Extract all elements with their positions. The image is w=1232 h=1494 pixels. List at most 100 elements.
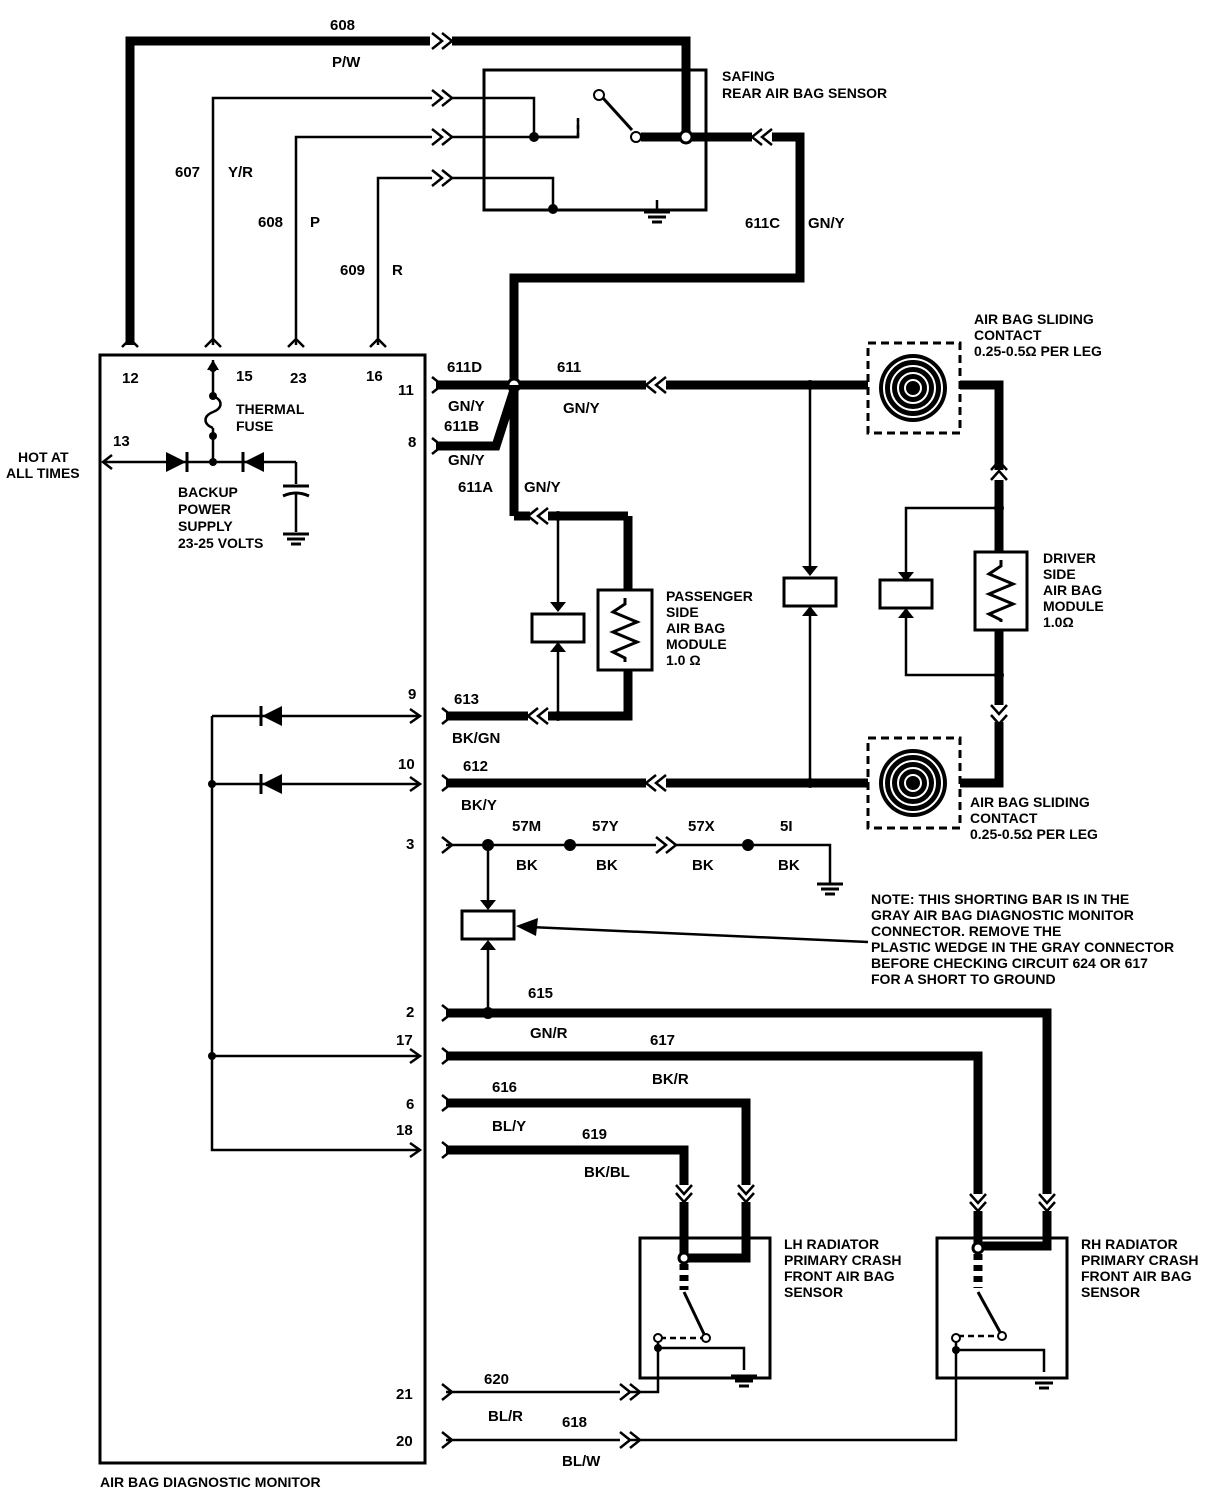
driver-module-label-5: 1.0Ω — [1043, 614, 1074, 630]
note-line-2: GRAY AIR BAG DIAGNOSTIC MONITOR — [871, 907, 1134, 923]
driver-module-label-2: SIDE — [1043, 566, 1076, 582]
circuit-611a-color: GN/Y — [524, 479, 561, 496]
circuit-615: 615 — [528, 985, 553, 1002]
pin-12: 12 — [122, 370, 139, 387]
backup-supply-label-1: BACKUP — [178, 484, 238, 500]
safing-sensor-label-2: REAR AIR BAG SENSOR — [722, 85, 887, 101]
connector-607 — [431, 89, 455, 107]
passenger-module-label-4: MODULE — [666, 636, 727, 652]
lh-sensor-label-1: LH RADIATOR — [784, 1236, 879, 1252]
backup-supply-label-4: 23-25 VOLTS — [178, 535, 263, 551]
center-shorting-bar — [782, 576, 838, 608]
circuit-617-color: BK/R — [652, 1071, 689, 1088]
circuit-615-color: GN/R — [530, 1025, 568, 1042]
circuit-611d: 611D — [447, 359, 482, 376]
pin-20: 20 — [396, 1433, 413, 1450]
diagnostic-monitor-box — [98, 353, 427, 1465]
circuit-620: 620 — [484, 1371, 509, 1388]
note-line-5: BEFORE CHECKING CIRCUIT 624 OR 617 — [871, 955, 1148, 971]
note-line-4: PLASTIC WEDGE IN THE GRAY CONNECTOR — [871, 939, 1174, 955]
pin-10: 10 — [398, 756, 415, 773]
rh-sensor-label-4: SENSOR — [1081, 1284, 1140, 1300]
driver-module-label-3: AIR BAG — [1043, 582, 1102, 598]
passenger-module-label-2: SIDE — [666, 604, 699, 620]
wire-608-p — [294, 135, 432, 345]
driver-module-label-1: DRIVER — [1043, 550, 1096, 566]
pin-9: 9 — [408, 686, 416, 703]
circuit-609-color: R — [392, 262, 403, 279]
hot-at-all-times-1: HOT AT — [18, 449, 69, 465]
circuit-57y-color: BK — [596, 857, 618, 874]
circuit-613-color: BK/GN — [452, 730, 500, 747]
wire-608-pw — [125, 36, 430, 345]
circuit-611b: 611B — [444, 418, 479, 435]
lh-sensor-box — [638, 1236, 772, 1380]
safing-sensor-label-1: SAFING — [722, 68, 775, 84]
circuit-611: 611 — [557, 359, 581, 376]
pin-21: 21 — [396, 1386, 413, 1403]
passenger-module-label-5: 1.0 Ω — [666, 652, 701, 668]
circuit-57x: 57X — [688, 818, 715, 835]
sliding-contact-bottom-label-3: 0.25-0.5Ω PER LEG — [970, 826, 1098, 842]
pin-6: 6 — [406, 1096, 414, 1113]
monitor-shorting-bar — [460, 909, 516, 941]
hot-at-all-times-2: ALL TIMES — [6, 465, 80, 481]
note-line-3: CONNECTOR. REMOVE THE — [871, 923, 1061, 939]
driver-module-label-4: MODULE — [1043, 598, 1104, 614]
driver-shorting-bar — [878, 578, 934, 610]
circuit-618: 618 — [562, 1414, 587, 1431]
rh-sensor-label-1: RH RADIATOR — [1081, 1236, 1178, 1252]
circuit-613: 613 — [454, 691, 479, 708]
connector-609 — [431, 169, 455, 187]
circuit-51-color: BK — [778, 857, 800, 874]
circuit-611b-color: GN/Y — [448, 452, 485, 469]
lh-sensor-label-2: PRIMARY CRASH — [784, 1252, 901, 1268]
pin-16: 16 — [366, 368, 383, 385]
circuit-620-color: BL/R — [488, 1408, 523, 1425]
wire-608-p-inner — [452, 118, 580, 139]
pin-8: 8 — [408, 434, 416, 451]
thermal-fuse-label-1: THERMAL — [236, 401, 305, 417]
thermal-fuse-label-2: FUSE — [236, 418, 273, 434]
sliding-contact-top-label-3: 0.25-0.5Ω PER LEG — [974, 343, 1102, 359]
circuit-612-color: BK/Y — [461, 797, 497, 814]
circuit-619-color: BK/BL — [584, 1164, 630, 1181]
pin-3: 3 — [406, 836, 414, 853]
circuit-608-top: 608 — [330, 17, 355, 34]
backup-supply-label-2: POWER — [178, 501, 231, 517]
lh-sensor-label-3: FRONT AIR BAG — [784, 1268, 895, 1284]
sliding-contact-top-label-2: CONTACT — [974, 327, 1042, 343]
connector-611c — [749, 128, 773, 146]
circuit-608-color: P — [310, 214, 320, 231]
pin-2: 2 — [406, 1004, 414, 1021]
circuit-611a: 611A — [458, 479, 493, 496]
circuit-618-color: BL/W — [562, 1453, 601, 1470]
rh-sensor-box — [935, 1236, 1069, 1380]
sliding-contact-top-coil — [879, 354, 947, 422]
passenger-module-label-3: AIR BAG — [666, 620, 725, 636]
pin-18: 18 — [396, 1122, 413, 1139]
wire-611c — [509, 132, 805, 385]
circuit-617: 617 — [650, 1032, 675, 1049]
rh-sensor-label-3: FRONT AIR BAG — [1081, 1268, 1192, 1284]
connector-608-pw — [431, 32, 455, 50]
note-line-6: FOR A SHORT TO GROUND — [871, 971, 1056, 987]
circuit-57m-color: BK — [516, 857, 538, 874]
pin-11: 11 — [398, 382, 414, 399]
circuit-57y: 57Y — [592, 818, 619, 835]
circuit-57x-color: BK — [692, 857, 714, 874]
circuit-612: 612 — [463, 758, 488, 775]
passenger-shorting-bar — [530, 612, 586, 644]
wire-607-inner — [452, 96, 536, 137]
wire-609 — [376, 176, 432, 345]
passenger-module-label-1: PASSENGER — [666, 588, 753, 604]
pin-23: 23 — [290, 370, 307, 387]
circuit-611-color: GN/Y — [563, 400, 600, 417]
wire-607 — [211, 96, 432, 345]
circuit-51: 5I — [780, 818, 793, 835]
connector-608-p — [431, 128, 455, 146]
circuit-607: 607 — [175, 164, 200, 181]
wire-608-pw-right — [452, 36, 691, 140]
sliding-contact-bottom-coil — [879, 749, 947, 817]
